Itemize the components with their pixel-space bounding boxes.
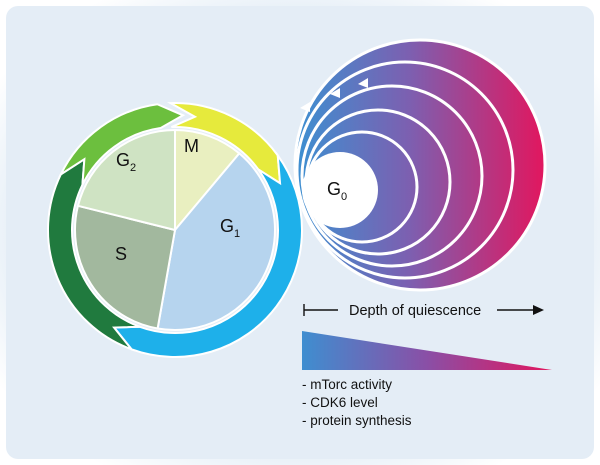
label-g0: G0 [327,179,347,203]
quiescence-step-1 [300,102,310,112]
legend-item-mtorc: - mTorc activity [302,377,393,392]
pie-m [174,128,241,233]
pie-s [74,204,177,330]
depth-label: Depth of quiescence [349,303,481,319]
cell-cycle-ring [47,102,303,358]
g0-core [302,152,378,228]
legend-item-cdk6: - CDK6 level [302,395,378,410]
label-m: M [184,136,199,156]
label-g1: G1 [220,216,240,240]
legend-item-protein-synthesis: - protein synthesis [302,413,412,428]
pie-g1 [156,151,276,331]
quiescence-step-2 [330,88,340,98]
pie-g2 [76,128,176,232]
quiescence-step-3 [358,78,368,88]
legend-list: - mTorc activity - CDK6 level - protein … [302,376,412,430]
depth-axis: Depth of quiescence [303,303,544,319]
cell-cycle-pie [74,128,276,331]
arrow-g2 [58,103,186,186]
label-s: S [115,244,127,264]
label-g2: G2 [116,150,136,174]
gradient-wedge [302,331,552,370]
